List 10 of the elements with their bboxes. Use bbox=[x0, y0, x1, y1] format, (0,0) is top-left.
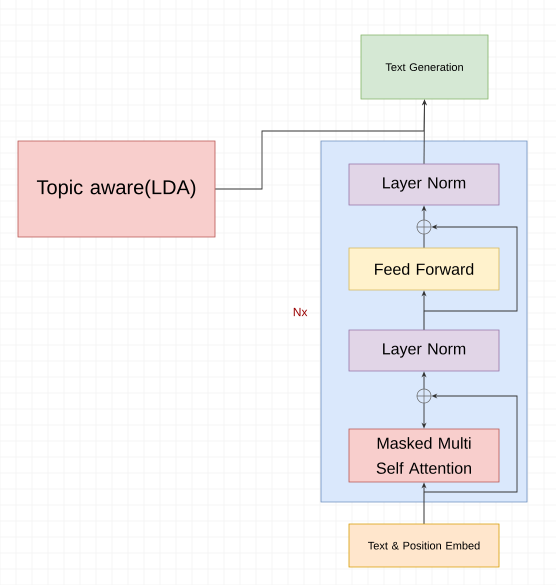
add-circle bbox=[416, 219, 432, 235]
layer-box: Masked Multi Self Attention bbox=[348, 428, 500, 482]
input-box: Topic aware(LDA) bbox=[18, 140, 216, 238]
layer-box: Feed Forward bbox=[348, 248, 500, 290]
layer-box: Layer Norm bbox=[348, 164, 500, 206]
add-circle bbox=[416, 388, 432, 404]
output-box: Text Generation bbox=[360, 34, 488, 100]
layer-box: Layer Norm bbox=[348, 330, 500, 372]
input-box: Text & Position Embed bbox=[348, 524, 500, 568]
repeat-label: Nx bbox=[294, 308, 308, 316]
